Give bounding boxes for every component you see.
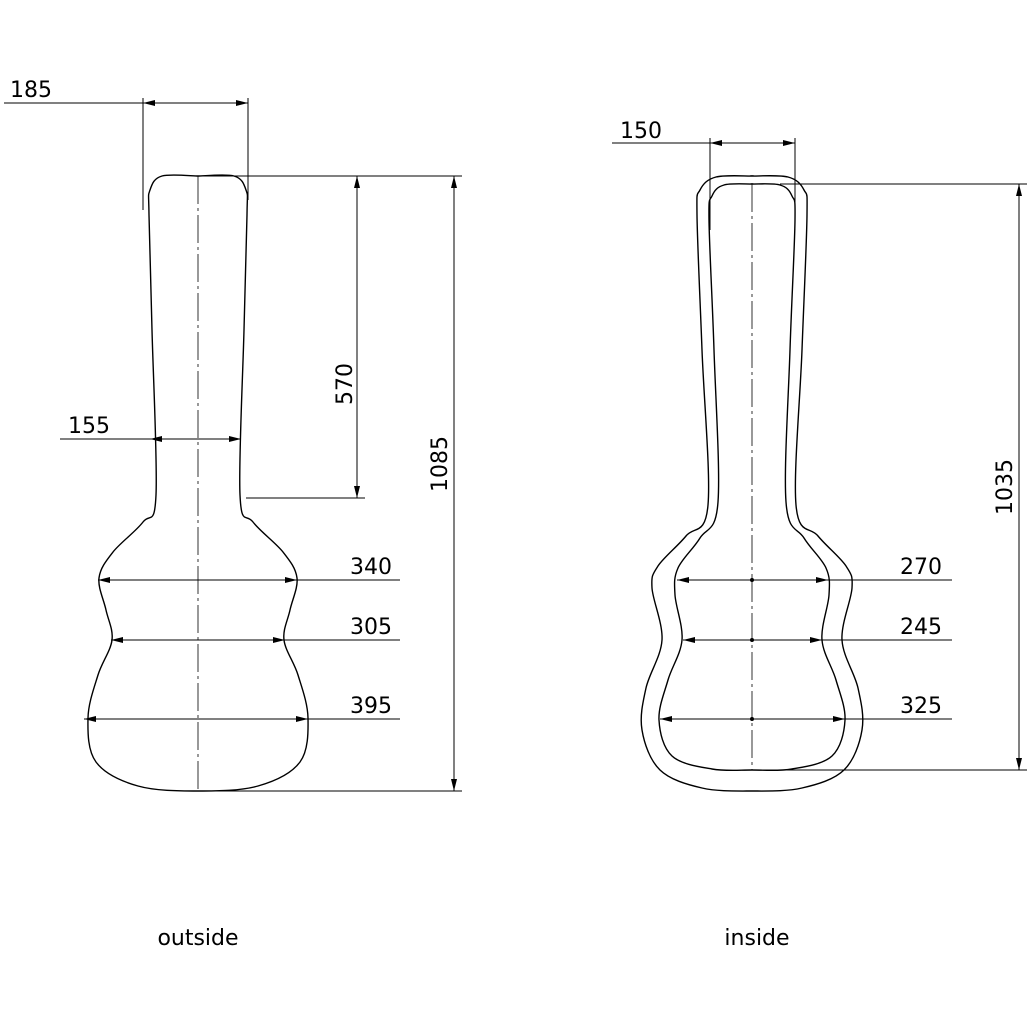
dim-lower-bout: 395 xyxy=(350,694,392,719)
dim-neck-length: 570 xyxy=(333,363,358,405)
outside-case-outline xyxy=(87,174,309,792)
inside-case-inner-outline xyxy=(658,183,846,772)
dim-inside-total-length: 1035 xyxy=(993,459,1018,515)
dim-inside-waist: 245 xyxy=(900,615,942,640)
outside-label: outside xyxy=(157,926,238,951)
dim-top-width: 185 xyxy=(10,78,52,103)
outside-view: 185 155 570 1085 340 305 395 outside xyxy=(4,78,462,951)
dim-inside-upper-bout: 270 xyxy=(900,555,942,580)
dim-waist: 305 xyxy=(350,615,392,640)
dim-upper-bout: 340 xyxy=(350,555,392,580)
inside-label: inside xyxy=(724,926,789,951)
dim-inside-top-width: 150 xyxy=(620,119,662,144)
inside-view: 150 1035 270 245 325 inside xyxy=(612,119,1027,951)
dim-total-length: 1085 xyxy=(428,436,453,492)
dim-neck-width: 155 xyxy=(68,414,110,439)
inside-case-outer-outline xyxy=(640,175,864,792)
dim-inside-lower-bout: 325 xyxy=(900,694,942,719)
